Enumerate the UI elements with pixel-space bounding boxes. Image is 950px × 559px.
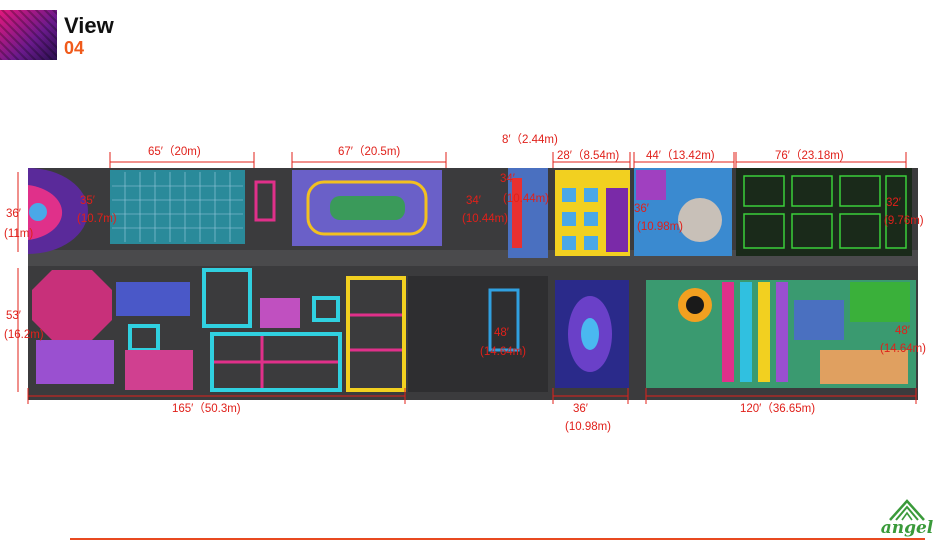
round-stage-center xyxy=(29,203,47,221)
cyan-corner xyxy=(488,288,520,352)
dim-top-67: 67′（20.5m) xyxy=(338,145,400,158)
dim-inner-36-m: (10.98m) xyxy=(637,221,683,233)
ball-pit xyxy=(678,198,722,242)
dim-bottom-36-m: (10.98m) xyxy=(565,421,611,433)
dim-right-48-m: (14.64m) xyxy=(880,343,926,355)
kart-track-loop xyxy=(306,180,428,236)
page-title: View xyxy=(64,13,114,38)
dim-right-48: 48′ xyxy=(895,325,910,337)
dim-inner-48-m: (14.64m) xyxy=(480,346,526,358)
dim-top-44: 44′（13.42m) xyxy=(646,149,715,162)
softplay-purple-block xyxy=(636,170,666,200)
yellow-frame-zone xyxy=(346,276,406,392)
purple-court xyxy=(36,340,114,384)
pink-frame xyxy=(254,180,276,222)
dim-top-28: 28′（8.54m) xyxy=(557,149,619,162)
logo-text: angel xyxy=(880,518,934,538)
dim-inner-48: 48′ xyxy=(494,327,509,339)
ninja-course-zone xyxy=(210,332,342,392)
logo-arch-icon xyxy=(889,499,925,521)
dim-left-53: 53′ xyxy=(6,310,21,322)
dim-right-32: 32′ xyxy=(886,197,901,209)
tube-slide-hole xyxy=(686,296,704,314)
dim-left-36-m: (11m) xyxy=(4,228,33,240)
cyan-frame-c xyxy=(312,296,340,322)
cyan-frame-a xyxy=(202,268,252,328)
dim-top-8: 8′（2.44m) xyxy=(502,133,558,146)
bottom-divider xyxy=(70,538,925,540)
page-subtitle: 04 xyxy=(64,38,85,58)
arcade-column-red xyxy=(512,178,522,248)
dim-inner-34b-m: (10.44m) xyxy=(503,193,549,205)
galaxy-core xyxy=(581,318,599,350)
dim-inner-34b: 34′ xyxy=(500,173,515,185)
purple-slide xyxy=(606,188,628,252)
kart-track-inner xyxy=(330,196,405,220)
dim-inner-36: 36′ xyxy=(634,203,649,215)
dim-inner-35: 35′ xyxy=(80,195,95,207)
dim-bottom-36: 36′ xyxy=(573,403,588,415)
dim-bottom-120: 120′（36.65m) xyxy=(740,402,815,415)
dim-right-32-m: (9.76m) xyxy=(884,215,924,227)
dim-inner-35-m: (10.7m) xyxy=(77,213,117,225)
trampoline-zone xyxy=(110,170,245,244)
octagon-zone xyxy=(32,270,112,340)
dim-inner-34a-m: (10.44m) xyxy=(462,213,508,225)
brand-logo: angel xyxy=(868,498,946,538)
dim-top-65: 65′（20m) xyxy=(148,145,201,158)
laser-maze-zone xyxy=(736,168,912,256)
dim-bottom-165: 165′（50.3m) xyxy=(172,402,241,415)
pink-frame-b xyxy=(260,298,300,328)
corridor-zone xyxy=(408,276,548,392)
dim-left-36: 36′ xyxy=(6,208,21,220)
ball-pool-zone xyxy=(116,282,190,316)
dim-inner-34a: 34′ xyxy=(466,195,481,207)
dim-left-53-m: (16.2m) xyxy=(4,329,44,341)
pink-pool-zone xyxy=(125,350,193,390)
header-color-block xyxy=(0,10,57,60)
dim-top-76: 76′（23.18m) xyxy=(775,149,844,162)
